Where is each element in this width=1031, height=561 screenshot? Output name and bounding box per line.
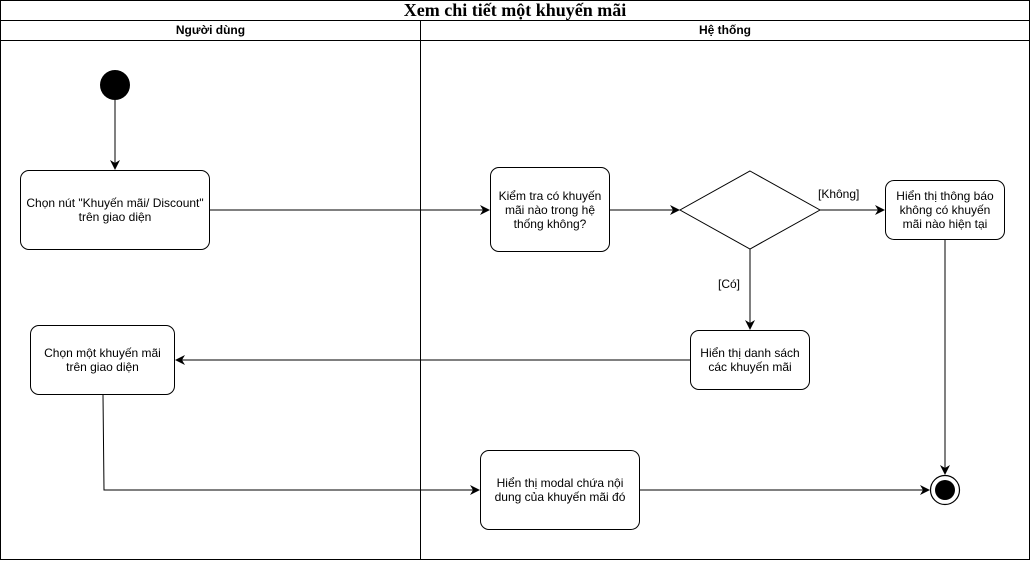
action-label: Chọn một khuyến mãi trên giao diện [44, 346, 161, 374]
flow-choose-to-modal [102, 394, 480, 495]
decision-node [678, 170, 822, 250]
action-label: Hiển thị thông báo không có khuyến mãi n… [896, 189, 994, 231]
action-label: Chọn nút "Khuyến mãi/ Discount" trên gia… [26, 196, 204, 224]
lane-system-header: Hệ thống [699, 23, 751, 37]
action-choose-promo: Chọn một khuyến mãi trên giao diện [30, 325, 175, 395]
final-node-core [935, 480, 955, 500]
action-label: Hiển thị danh sách các khuyến mãi [700, 346, 800, 374]
guard-no: [Không] [818, 187, 860, 201]
action-show-modal: Hiển thị modal chứa nội dung của khuyến … [480, 450, 640, 530]
diagram-title: Xem chi tiết một khuyến mãi [403, 0, 627, 20]
action-check-promo: Kiểm tra có khuyến mãi nào trong hệ thốn… [490, 167, 610, 252]
action-label: Kiểm tra có khuyến mãi nào trong hệ thốn… [498, 188, 602, 231]
initial-node [100, 70, 130, 100]
action-show-list: Hiển thị danh sách các khuyến mãi [690, 330, 810, 390]
lane-user-header: Người dùng [175, 23, 246, 37]
guard-yes: [Có] [718, 277, 741, 291]
action-label: Hiển thị modal chứa nội dung của khuyến … [494, 476, 626, 504]
action-click-promo-button: Chọn nút "Khuyến mãi/ Discount" trên gia… [20, 170, 210, 250]
action-show-no-promo: Hiển thị thông báo không có khuyến mãi n… [885, 180, 1005, 240]
